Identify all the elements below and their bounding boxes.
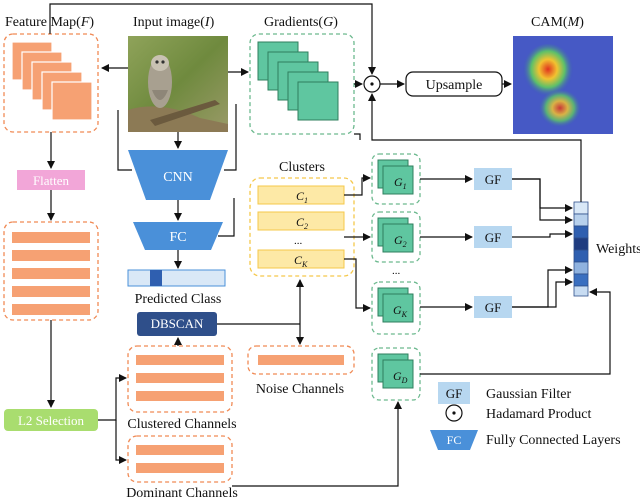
legend-hadamard: Hadamard Product	[445, 404, 591, 422]
legend-hadamard-label: Hadamard Product	[486, 407, 591, 422]
upsample-block: Upsample	[405, 71, 503, 97]
fc-trapezoid	[133, 222, 223, 250]
input-image-title: Input image(I)	[133, 15, 215, 30]
fc-label: FC	[169, 230, 186, 245]
gradients-title: Gradients(G)	[264, 15, 338, 30]
dbscan-label: DBSCAN	[151, 316, 204, 331]
g1-label: G1	[394, 175, 407, 191]
l2-selection-block: L2 Selection	[4, 409, 98, 431]
l2-selection-box	[4, 409, 98, 431]
legend-fully-connected: FC Fully Connected Layers	[430, 430, 621, 450]
legend-fully-connected-label: Fully Connected Layers	[486, 433, 621, 448]
l2-selection-label: L2 Selection	[18, 413, 85, 428]
gf-box-2: GF	[474, 226, 512, 248]
clusters-title: Clusters	[279, 160, 325, 175]
dbscan-block: DBSCAN	[137, 312, 217, 336]
gd-block: GD	[371, 347, 421, 401]
flatten-box	[17, 170, 85, 190]
legend-gaussian-filter: GF Gaussian Filter	[438, 382, 571, 404]
svg-text:FC: FC	[447, 433, 462, 447]
weights-vector	[573, 201, 589, 297]
dbscan-box	[137, 312, 217, 336]
flatten-block: Flatten	[17, 170, 85, 190]
cnn-block: CNN	[128, 150, 228, 200]
input-image-block: Input image(I)	[128, 15, 228, 132]
dominant-channels	[127, 435, 233, 483]
svg-text:GF: GF	[485, 300, 502, 315]
g2-label: G2	[394, 233, 407, 249]
weights-label: Weights	[596, 242, 640, 257]
cam-title: CAM(M)	[531, 15, 584, 30]
clustered-channels-label: Clustered Channels	[127, 417, 236, 432]
cluster-c1-label: C1	[296, 189, 308, 205]
cnn-trapezoid	[128, 150, 228, 200]
g2-block: G2	[371, 211, 421, 263]
svg-text:GF: GF	[485, 172, 502, 187]
svg-text:GF: GF	[485, 230, 502, 245]
cnn-label: CNN	[163, 170, 193, 185]
upsample-label: Upsample	[426, 78, 483, 93]
clustered-channels	[127, 345, 233, 413]
cluster-dots: ...	[294, 235, 303, 247]
cluster-ck-label: CK	[294, 253, 308, 269]
cluster-c2-label: C2	[296, 215, 308, 231]
gk-block: GK	[371, 281, 421, 335]
feature-map-title: Feature Map(F)	[5, 15, 94, 30]
noise-channels-label: Noise Channels	[256, 382, 344, 397]
fc-block: FC	[133, 222, 223, 250]
g1-block: G1	[371, 153, 421, 205]
gradients-block: Gradients(G)	[249, 15, 355, 135]
owl-photo	[128, 36, 228, 132]
legend-gaussian-filter-label: Gaussian Filter	[486, 387, 571, 402]
feature-map-frame	[3, 33, 99, 133]
legend: GF Gaussian Filter Hadamard Product FC F…	[430, 382, 621, 450]
feature-map-stack	[11, 41, 93, 121]
fc-icon	[430, 430, 478, 450]
flatten-label: Flatten	[33, 173, 70, 188]
gk-label: GK	[393, 303, 408, 319]
svg-text:GF: GF	[446, 386, 463, 401]
gf-box-3: GF	[474, 296, 512, 318]
noise-channels	[247, 345, 355, 375]
cam-heatmap	[513, 36, 613, 134]
g-dots: ...	[392, 265, 401, 277]
predicted-class-bar	[127, 269, 226, 287]
predicted-class-label: Predicted Class	[135, 292, 222, 307]
gradients-stack	[257, 41, 339, 121]
dominant-channels-label: Dominant Channels	[126, 486, 238, 501]
connectors	[47, 3, 611, 487]
flattened-channels	[3, 221, 99, 321]
gd-label: GD	[393, 369, 408, 385]
feature-map-block: Feature Map(F)	[3, 15, 99, 133]
clusters-block: C1 C2 ... CK	[249, 177, 355, 277]
gf-box-1: GF	[474, 168, 512, 190]
cam-block: CAM(M)	[513, 15, 613, 134]
